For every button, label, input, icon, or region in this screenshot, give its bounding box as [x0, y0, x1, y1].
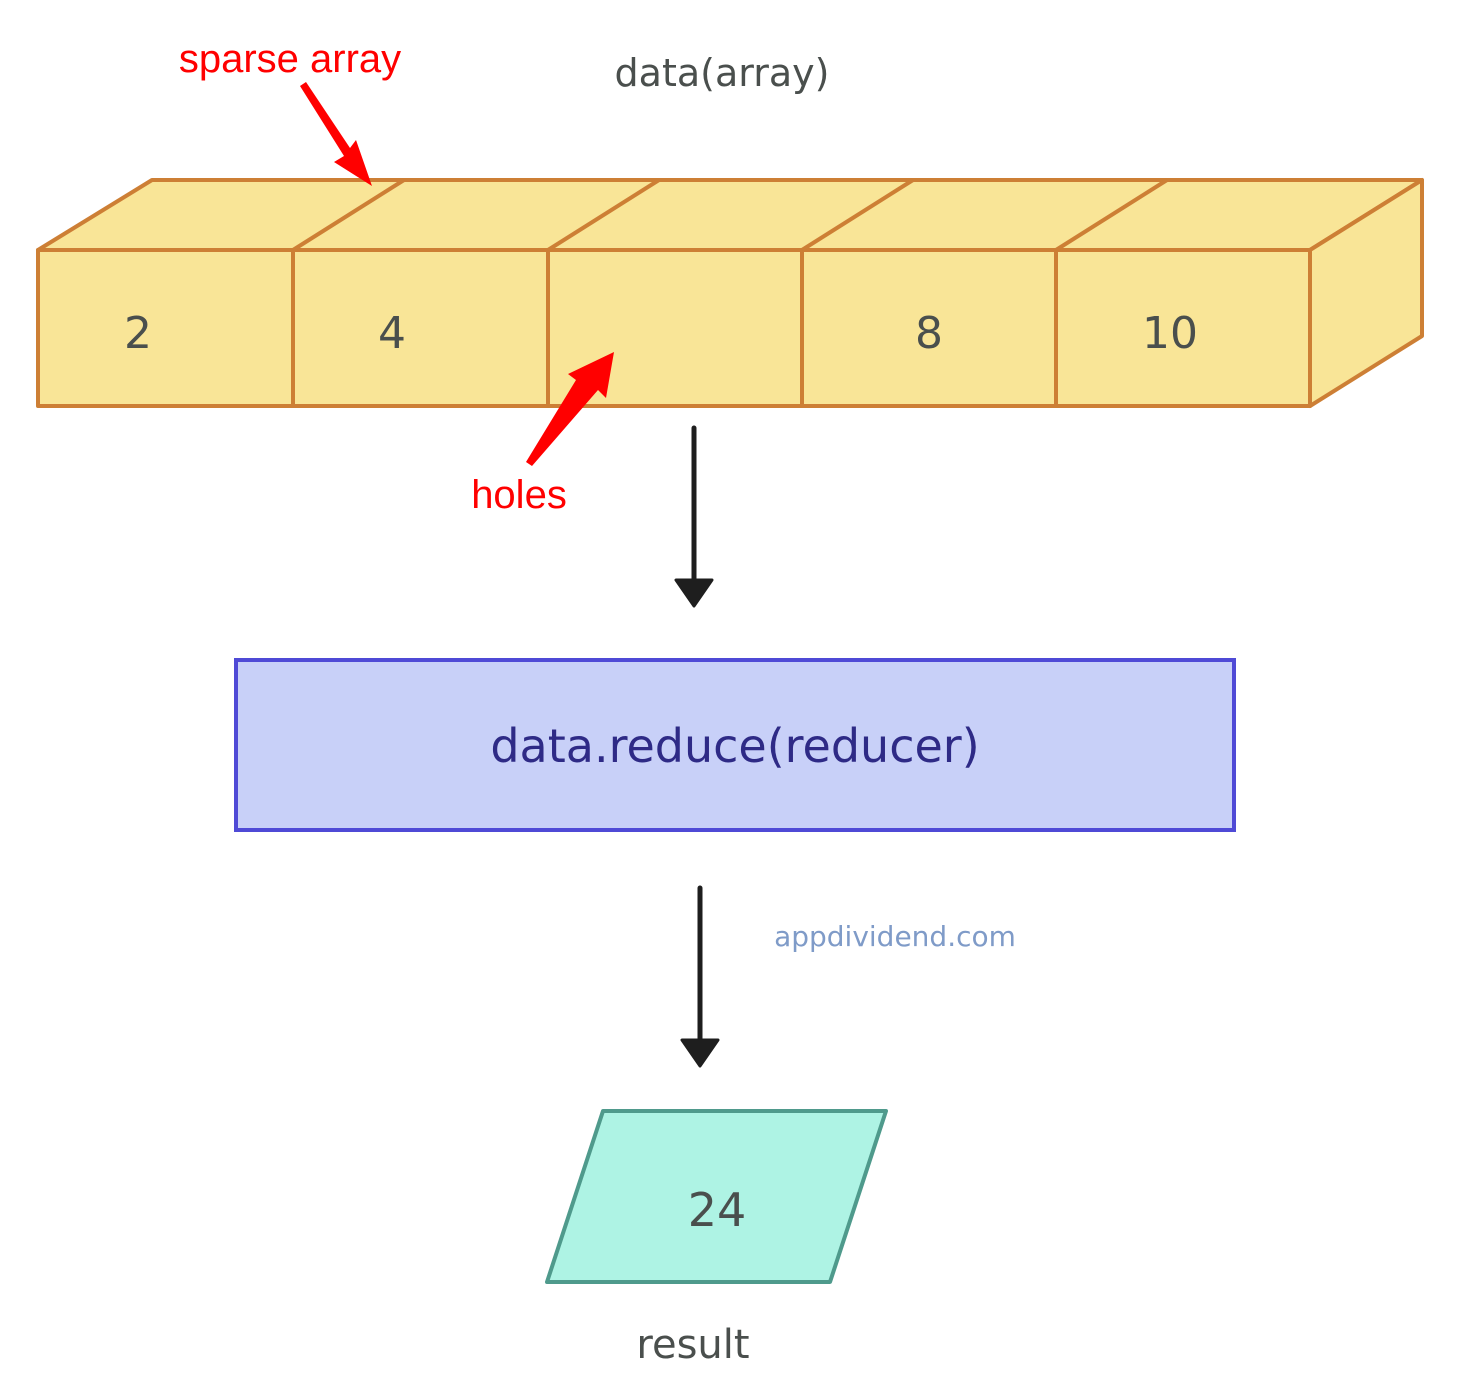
array-front-face: [36, 248, 1312, 408]
holes-arrow-icon: [526, 352, 614, 466]
result-value: 24: [688, 1183, 747, 1237]
cell-top-divider: [546, 178, 661, 252]
array-cell-0: 2: [124, 308, 152, 359]
array-box: [36, 178, 1424, 408]
array-title: data(array): [615, 51, 830, 95]
sparse-array-label: sparse array: [179, 37, 401, 81]
array-cell-3: 8: [915, 308, 943, 359]
sparse-array-arrow-icon: [300, 82, 372, 186]
holes-label: holes: [471, 473, 567, 517]
cell-top-divider: [800, 178, 915, 252]
cell-top-divider: [291, 178, 406, 252]
flow-arrow-down-icon: [680, 885, 720, 1068]
result-box: [545, 1109, 888, 1284]
flow-arrow-down-icon: [674, 425, 714, 608]
cell-top-divider: [1054, 178, 1169, 252]
array-cell-1: 4: [378, 308, 406, 359]
array-cell-4: 10: [1142, 308, 1198, 359]
watermark: appdividend.com: [774, 920, 1016, 953]
reduce-operation-box: [234, 658, 1236, 832]
array-top-face: [36, 178, 1424, 252]
result-caption: result: [636, 1322, 749, 1368]
reduce-operation-label: data.reduce(reducer): [490, 719, 979, 773]
